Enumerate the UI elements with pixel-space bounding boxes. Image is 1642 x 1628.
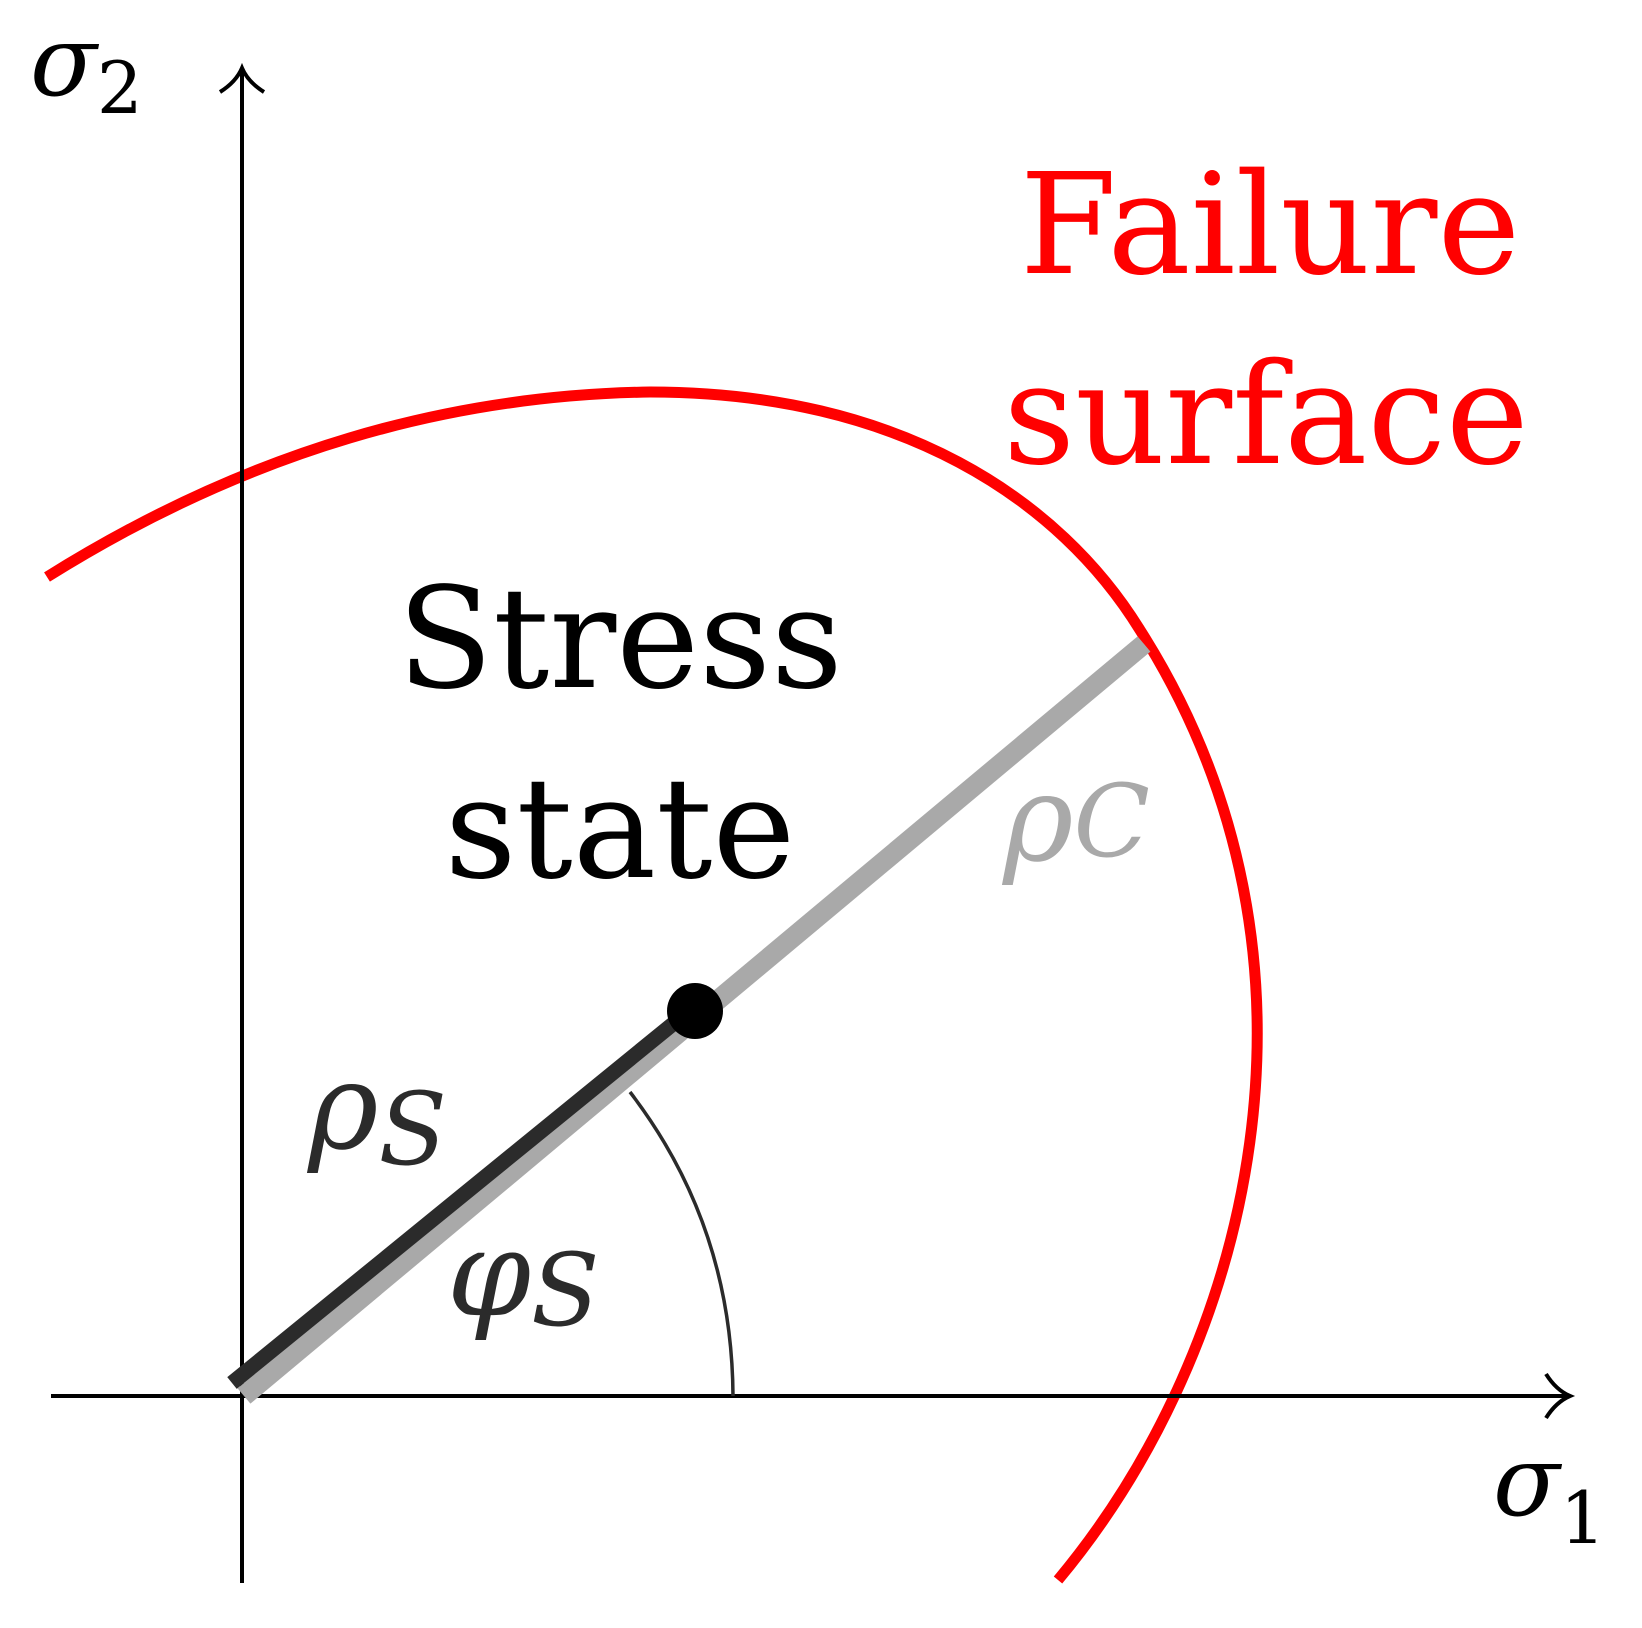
rho-c-label: ρC xyxy=(1001,750,1150,889)
stress-state-label-line2: state xyxy=(445,748,796,911)
sigma1-label: σ1 xyxy=(1493,1425,1606,1560)
sigma2-label: σ2 xyxy=(30,5,143,130)
sigma1-axis-arrowhead xyxy=(1544,1372,1576,1420)
phi-s-label: φS xyxy=(447,1205,600,1349)
failure-surface-label-line2: surface xyxy=(1003,334,1528,497)
rho-s-line xyxy=(227,1000,700,1389)
rho-s-label: ρS xyxy=(306,1038,447,1188)
angle-arc xyxy=(628,1090,735,1397)
sigma2-axis-arrowhead xyxy=(218,62,266,94)
stress-point xyxy=(667,983,723,1039)
sigma2-symbol: σ xyxy=(30,5,100,119)
phi-s-symbol: φ xyxy=(447,1205,531,1344)
rho-c-subscript: C xyxy=(1074,763,1151,880)
phi-s-subscript: S xyxy=(531,1232,600,1349)
stress-state-label-line1: Stress xyxy=(397,558,843,721)
rho-c-symbol: ρ xyxy=(1001,750,1074,889)
rho-s-symbol: ρ xyxy=(306,1038,379,1177)
failure-surface-curve xyxy=(44,386,1263,1584)
sigma1-subscript: 1 xyxy=(1560,1476,1606,1560)
sigma1-symbol: σ xyxy=(1493,1425,1563,1539)
sigma2-subscript: 2 xyxy=(97,46,143,130)
rho-s-subscript: S xyxy=(379,1071,448,1188)
failure-surface-label-line1: Failure xyxy=(1020,144,1521,307)
